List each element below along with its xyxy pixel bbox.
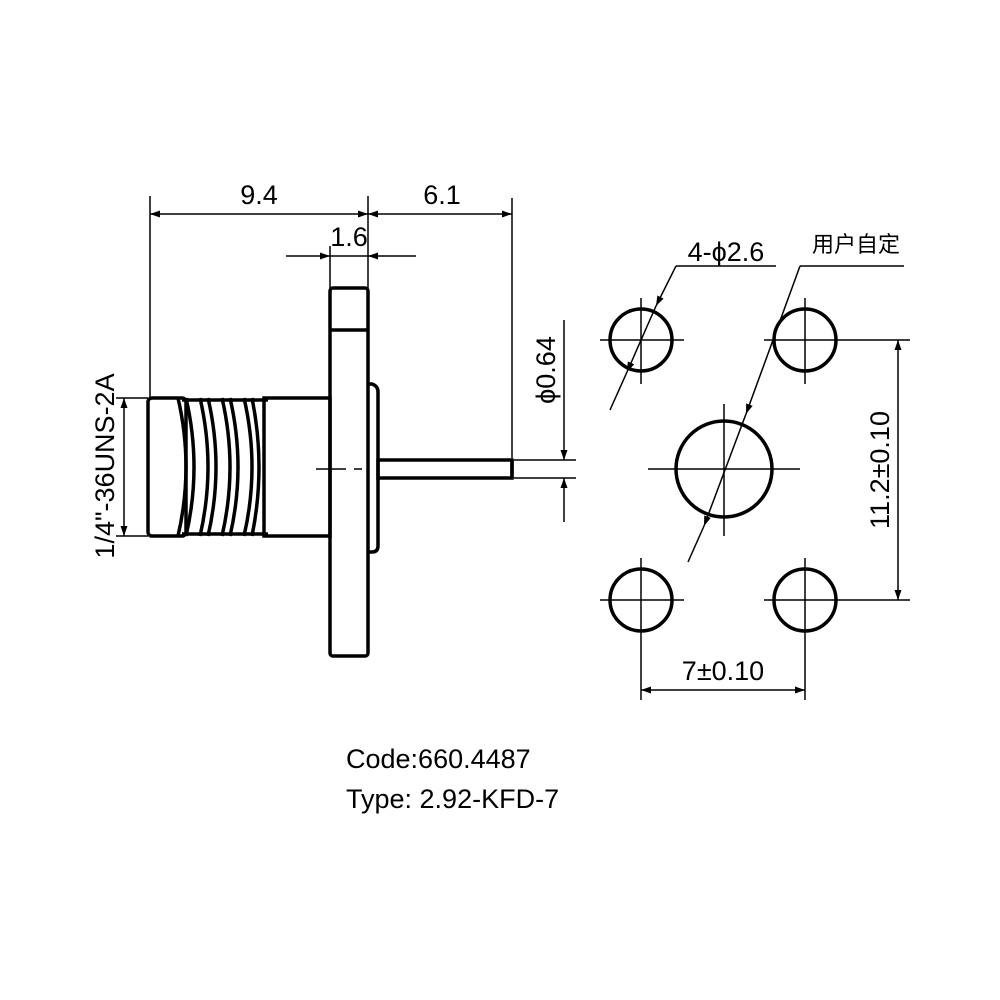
flange — [328, 286, 370, 658]
label-horizontal-spacing: 7±0.10 — [682, 656, 764, 686]
hole-centerlines — [600, 298, 846, 700]
thread-grooves — [176, 397, 261, 537]
label-flange-thickness: 1.6 — [330, 222, 368, 252]
label-pin-length: 6.1 — [423, 180, 461, 210]
side-dimensions — [116, 196, 576, 537]
label-overall-length: 9.4 — [240, 180, 278, 210]
side-dimension-labels: 9.4 6.1 1.6 1/4"-36UNS-2A ϕ0.64 — [90, 180, 561, 559]
front-dimensions — [609, 265, 910, 694]
label-pin-diameter: ϕ0.64 — [531, 336, 561, 404]
label-custom-note: 用户自定 — [812, 233, 900, 258]
front-dimension-labels: 4-ϕ2.6 用户自定 11.2±0.10 7±0.10 — [682, 233, 900, 686]
center-pin — [376, 458, 514, 480]
label-vertical-spacing: 11.2±0.10 — [865, 411, 895, 529]
label-thread-spec: 1/4"-36UNS-2A — [90, 373, 120, 558]
side-view — [146, 286, 514, 658]
label-hole-callout: 4-ϕ2.6 — [688, 237, 765, 267]
collar — [262, 396, 332, 538]
product-type: Type: 2.92-KFD-7 — [346, 784, 560, 814]
mounting-holes — [608, 307, 838, 633]
product-code: Code:660.4487 — [346, 744, 531, 774]
front-view — [600, 298, 846, 700]
